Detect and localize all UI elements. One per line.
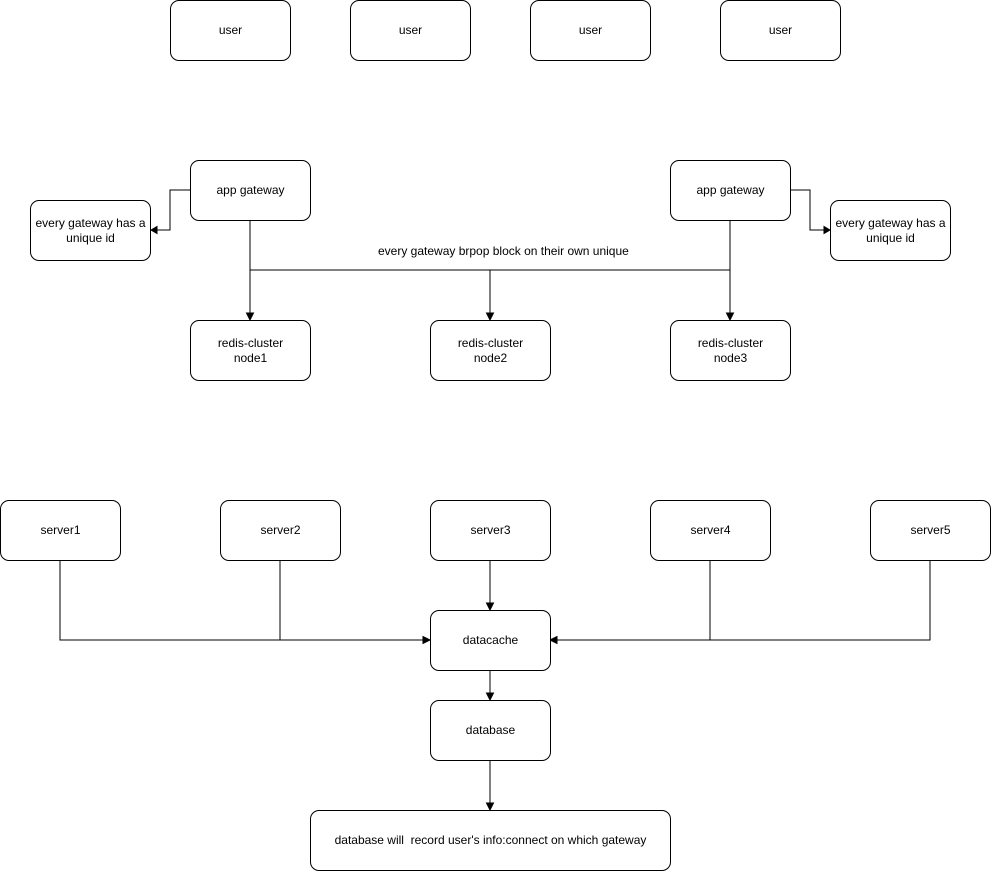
server-node-label: server2 [260,523,301,537]
datacache-label: datacache [462,633,519,647]
database-note-node: database will record user's info:connect… [310,810,671,871]
arrowhead-left-note [150,225,158,235]
edge-server1-to-datacache [59,560,424,641]
server-node-label: server4 [690,523,731,537]
user-node-label: user [398,23,423,37]
arrowhead-database [485,692,495,702]
redis-node-2: redis-cluster node2 [430,320,551,381]
server-node-label: server3 [470,523,511,537]
server-node-label: server5 [910,523,951,537]
user-node-1: user [170,0,291,61]
database-label: database [465,723,516,737]
user-node-2: user [350,0,471,61]
app-gateway-label: app gateway [216,183,285,197]
datacache-node: datacache [430,610,551,671]
redis-node-3: redis-cluster node3 [670,320,791,381]
gateway-bus-label: every gateway brpop block on their own u… [378,244,629,258]
app-gateway-label: app gateway [696,183,765,197]
edge-left-gateway-to-note [157,189,190,231]
app-gateway-left: app gateway [190,160,311,221]
server-node-label: server1 [40,523,81,537]
database-node: database [430,700,551,761]
server-node-3: server3 [430,500,551,561]
app-gateway-right: app gateway [670,160,791,221]
arrowhead-database-note [485,802,495,812]
server-node-2: server2 [220,500,341,561]
edge-right-gateway-to-note [790,189,824,231]
user-node-label: user [768,23,793,37]
arrowhead-node2 [485,312,495,322]
user-node-3: user [530,0,651,61]
redis-node-label: redis-cluster node1 [217,335,284,365]
gateway-id-note-right: every gateway has a unique id [830,200,951,261]
edge-server5-to-datacache [557,560,931,641]
user-node-4: user [720,0,841,61]
arrowhead-datacache-left [422,635,432,645]
server-node-1: server1 [0,500,121,561]
redis-node-label: redis-cluster node3 [697,335,764,365]
database-note-label: database will record user's info:connect… [334,833,647,847]
arrowhead-datacache-top [485,602,495,612]
gateway-id-note-text: every gateway has a unique id [35,215,146,245]
server-node-4: server4 [650,500,771,561]
arrowhead-node3 [725,312,735,322]
server-node-5: server5 [870,500,991,561]
redis-node-1: redis-cluster node1 [190,320,311,381]
arrowhead-node1 [245,312,255,322]
gateway-id-note-left: every gateway has a unique id [30,200,151,261]
redis-node-label: redis-cluster node2 [457,335,524,365]
user-node-label: user [578,23,603,37]
arrowhead-datacache-right [548,635,558,645]
user-node-label: user [218,23,243,37]
arrowhead-right-note [823,225,831,235]
gateway-id-note-text: every gateway has a unique id [835,215,946,245]
